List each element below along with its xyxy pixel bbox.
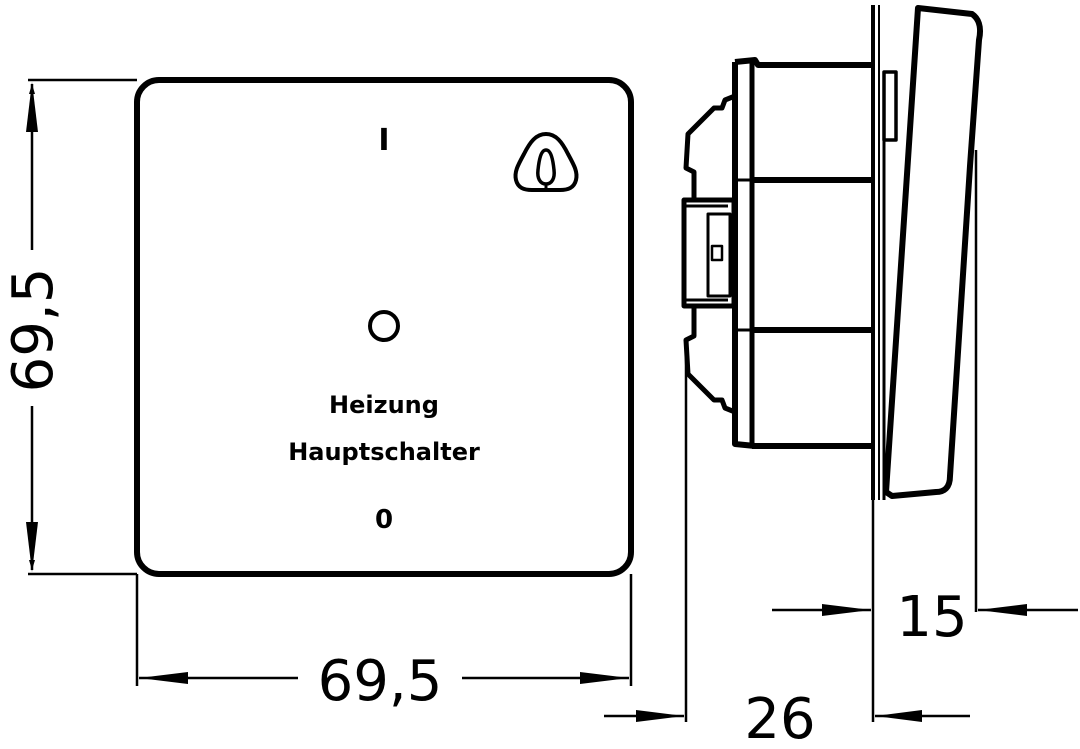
cover-depth-value: 15 (896, 585, 967, 650)
off-position-mark: 0 (375, 505, 393, 535)
front-view: I Heizung Hauptschalter 0 (134, 77, 634, 577)
indicator-lamp-icon (368, 310, 400, 342)
depth-dimension-total: 26 (604, 340, 970, 749)
label-heizung: Heizung (329, 391, 439, 419)
height-dimension: 69,5 (1, 78, 137, 576)
height-dimension-value: 69,5 (1, 268, 66, 393)
cover-plate-outline (134, 77, 634, 577)
width-dimension: 69,5 (135, 574, 633, 714)
flame-symbol-icon (513, 131, 579, 192)
width-dimension-value: 69,5 (318, 649, 443, 714)
on-position-mark: I (378, 123, 389, 158)
depth-dimension-cover: 15 (772, 150, 1078, 722)
total-depth-value: 26 (744, 687, 815, 749)
side-view (681, 5, 984, 500)
label-hauptschalter: Hauptschalter (288, 438, 480, 466)
